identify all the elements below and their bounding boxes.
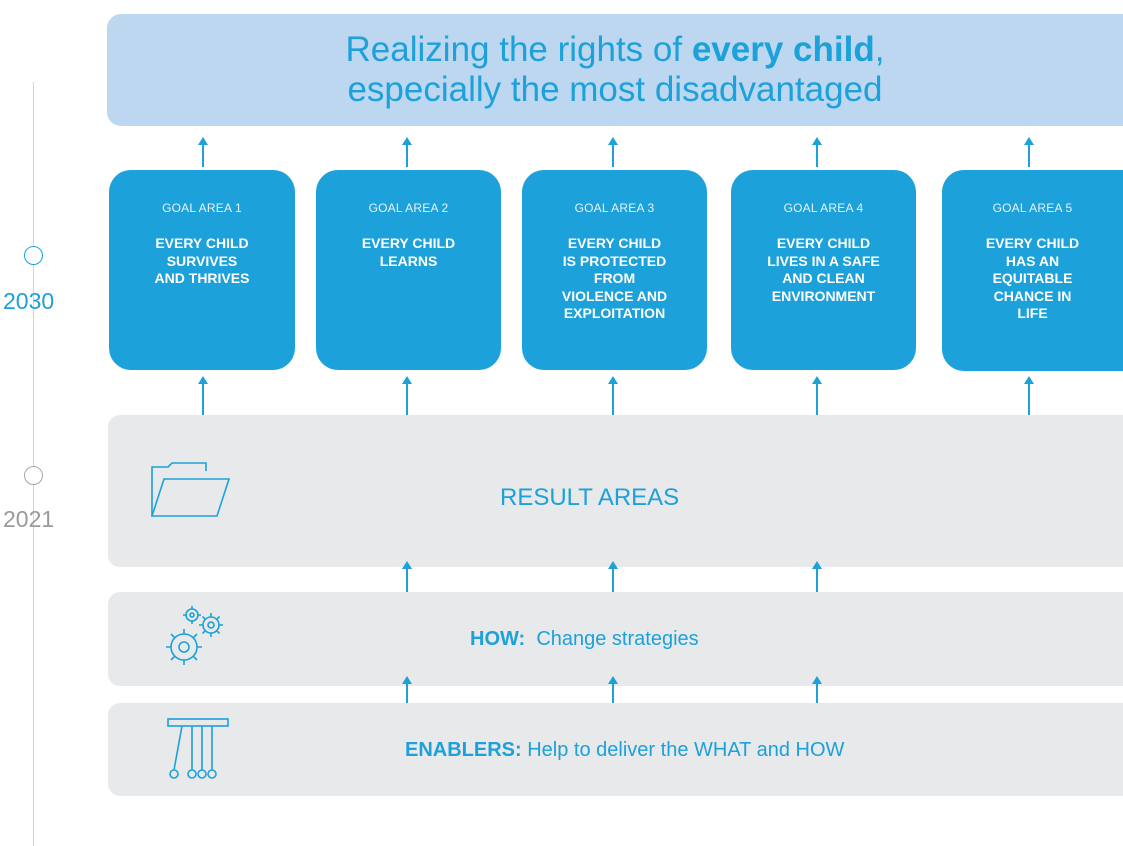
arrow-up xyxy=(812,376,822,429)
folder-icon xyxy=(150,462,231,517)
vision-line-2: especially the most disadvantaged xyxy=(347,70,883,109)
arrow-up xyxy=(402,376,412,429)
timeline-marker-2021 xyxy=(24,466,43,485)
goal-area-number: GOAL AREA 2 xyxy=(368,201,449,215)
goal-area-number: GOAL AREA 5 xyxy=(992,201,1073,215)
vision-text-bold: every child xyxy=(691,30,875,69)
enablers-band xyxy=(108,703,1123,796)
arrow-up xyxy=(198,376,208,429)
vision-banner: Realizing the rights of every child, esp… xyxy=(107,14,1123,126)
arrow-up xyxy=(608,561,618,597)
goal-area-number: GOAL AREA 3 xyxy=(574,201,655,215)
vision-line-1: Realizing the rights of every child, xyxy=(346,30,885,70)
timeline-year-2021: 2021 xyxy=(3,506,55,532)
enablers-label-bold: ENABLERS: xyxy=(405,739,522,761)
arrow-up xyxy=(812,561,822,597)
timeline-marker-2030 xyxy=(24,246,43,265)
result-areas-label: RESULT AREAS xyxy=(500,484,680,511)
arrow-up xyxy=(812,137,822,167)
how-label-bold: HOW: xyxy=(470,628,526,650)
arrow-up xyxy=(608,676,618,715)
timeline-year-2030: 2030 xyxy=(3,288,55,314)
vision-text-prefix: Realizing the rights of xyxy=(345,30,692,69)
goal-area-number: GOAL AREA 1 xyxy=(162,201,242,215)
arrow-up xyxy=(402,137,412,167)
how-band xyxy=(108,592,1123,686)
vision-text-suffix: , xyxy=(874,30,885,69)
goal-area-number: GOAL AREA 4 xyxy=(783,201,864,215)
how-label: HOW: Change strategies xyxy=(470,628,699,651)
enablers-label-text: Help to deliver the WHAT and HOW xyxy=(527,739,845,761)
how-label-text: Change strategies xyxy=(536,628,699,650)
arrow-up xyxy=(1024,376,1034,429)
arrow-up xyxy=(402,676,412,715)
arrow-up xyxy=(198,137,208,167)
arrow-up xyxy=(1024,137,1034,167)
arrow-up xyxy=(608,137,618,167)
arrow-up xyxy=(608,376,618,429)
newtons-cradle-icon xyxy=(167,718,229,779)
gears-icon xyxy=(166,606,223,665)
enablers-label: ENABLERS: Help to deliver the WHAT and H… xyxy=(405,739,844,762)
timeline-line xyxy=(33,82,34,846)
result-areas-band xyxy=(108,415,1123,567)
arrow-up xyxy=(402,561,412,597)
arrow-up xyxy=(812,676,822,715)
